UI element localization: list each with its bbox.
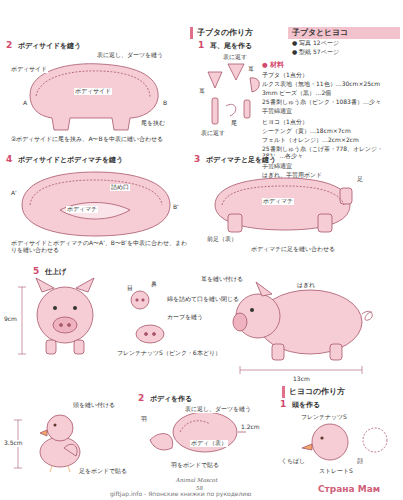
annotation: 羽をボンドで貼る [170,462,220,469]
footer-text: Animal Mascot [176,477,218,483]
heading-text: ヒヨコの作り方 [289,387,345,397]
section-heading: ヒヨコの作り方 [282,386,349,398]
step-number: 1 [198,40,204,50]
pig-gusset-open [22,172,170,236]
annotation: B' [172,204,180,211]
step-heading: 頭を作る [292,401,320,409]
annotation: 足をボンドで貼る [78,468,128,475]
annotation: くちばし [280,458,306,465]
annotation: A [22,100,28,107]
annotation: 尾を挟む [140,120,166,127]
pig-side-finished [233,282,372,360]
pig-gusset-legs [215,178,352,232]
annotation: 表に返す [200,130,226,137]
step-heading: ボディサイドとボディマチを縫う [18,156,123,164]
material-text: ヒヨコ（1点分） [262,119,308,126]
watermark: giftjap.info - Японские книжки по рукоде… [110,491,251,498]
step-heading: ボディを作る [150,395,192,403]
annotation: ボディ（表） [190,440,228,447]
pig-side-body [30,64,158,130]
annotation: はぎれ [296,282,316,289]
step-number: 2 [6,40,12,50]
material-text: 25番刺しゅう糸（ピンク・1083番）…少々 [262,99,400,106]
annotation: カーブを縫う [166,314,204,321]
title-band: 子ブタとヒヨコ [288,27,400,39]
annotation: 13cm [292,376,311,383]
chick-finished [40,415,80,472]
material-text: はぎれ、手芸用ボンド [262,172,322,179]
annotation: 3.5cm [3,440,24,447]
annotation: 頭を縫い付ける [72,402,116,409]
annotation: 詰め口 [110,184,130,191]
material-text: ● 写真 12ページ [292,40,339,47]
pig-front-finished [36,278,94,354]
step-heading: 仕上げ [45,268,66,276]
material-text: 手芸綿適宜 [262,108,292,115]
annotation: 耳 [198,88,206,95]
step-heading: 耳、尾を作る [210,42,252,50]
step-heading: ボディマチと足を縫う [206,156,276,164]
annotation: 羽 [140,416,148,423]
annotation: 表に返す [222,54,248,61]
annotation: 9cm [3,316,18,323]
material-text: 3mm ビーズ（黒）…2個 [262,90,331,97]
nose-detail [131,291,164,343]
annotation: 前足（表） [206,236,238,243]
annotation: ボディサイドとボディマチのA〜A'、B〜B'を中表に合わせ、まわりを縫い合わせる [10,240,190,254]
annotation: 表に返し、ダーツを縫う [184,406,252,413]
material-text: フェルト（オレンジ）…2cm×2cm [262,137,400,144]
annotation: フレンチナッツS（ピンク・6本どり） [116,350,222,357]
step-heading: ボディサイドを縫う [18,42,81,50]
heading-text: 子ブタとヒヨコ [292,28,396,38]
annotation: フレンチナッツS [300,414,348,421]
annotation: 表に返し、ダーツを縫う [96,52,164,59]
chick-head-parts [302,424,387,460]
step-number: 5 [33,266,39,276]
annotation: A' [10,190,18,197]
material-text: シーチング（黄）…18cm×7cm [262,128,400,135]
annotation: 顔 [356,458,364,465]
annotation: ボディサイド [10,66,48,73]
annotation: 耳を縫い付ける [200,276,244,283]
material-text: ルクス表地（無地・11色）…30cm×25cm [262,81,400,88]
material-text: ● 型紙 57ページ [292,49,339,56]
ear-tail-parts [208,64,259,124]
section-heading: 子ブタの作り方 [190,27,257,39]
annotation: ボディサイド [74,88,112,95]
heading-text: 子ブタの作り方 [197,28,253,38]
step-number: 3 [194,154,200,164]
annotation: ボディマチ [262,198,294,205]
annotation: 綿を詰めて口を縫い閉じる [166,296,240,303]
annotation: ボディマチ [66,206,98,213]
dimension-lines [14,287,362,468]
step-number: 4 [6,154,12,164]
annotation: ②ボディサイドに尾を挟み、A〜Bを中表に縫い合わせる [10,136,187,143]
annotation: ボディマチに足を縫い合わせる [250,246,336,253]
step-number: 2 [138,393,144,403]
annotation: 1.2cm [240,424,261,431]
annotation: 尾 [230,120,238,127]
section-label: ● 材料 [262,62,284,69]
material-text: 25番刺しゅう糸（こげ茶・778、オレンジ・381）…各少々 [262,146,400,160]
annotation: 目 [126,285,134,292]
annotation: 耳 [247,66,255,73]
annotation: ストレートS [318,468,354,475]
material-text: 子ブタ（1点分） [262,72,308,79]
annotation: 鼻 [150,281,158,288]
watermark: Страна Мам [318,484,380,494]
annotation: B [162,100,168,107]
annotation: 足 [356,176,364,183]
step-number: 1 [280,399,286,409]
chick-body-parts [150,412,246,452]
